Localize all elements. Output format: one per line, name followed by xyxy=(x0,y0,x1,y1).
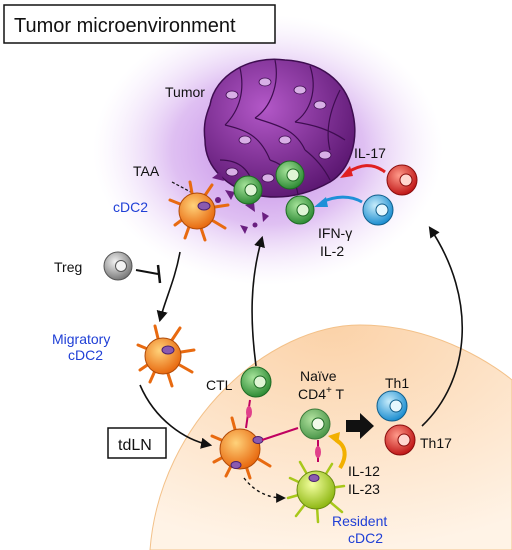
resident-label-1: Resident xyxy=(332,513,387,529)
migratory-cdc2-cell xyxy=(136,324,196,388)
differentiation-arrow xyxy=(346,413,374,439)
th1-cell xyxy=(362,194,394,226)
ctl-cell xyxy=(275,160,305,190)
migration-arrow xyxy=(156,251,181,323)
ctl-to-tumor-arrow xyxy=(251,235,265,367)
th1-lymph-node-cell xyxy=(376,390,408,422)
tdln-box xyxy=(107,427,167,459)
title: Tumor microenvironment xyxy=(14,15,236,37)
th17-lymph-node-cell xyxy=(384,424,416,456)
resident-label-2: cDC2 xyxy=(348,530,383,546)
ctl-cell xyxy=(285,195,315,225)
naive-sup: + xyxy=(326,385,332,396)
cdc2-dendritic-cell xyxy=(168,180,230,242)
naive-t: T xyxy=(332,386,345,402)
th1-label: Th1 xyxy=(385,375,409,391)
resident-cdc2-cell xyxy=(286,460,346,524)
ln-cdc2-cell xyxy=(210,416,272,480)
treg-label: Treg xyxy=(54,259,82,275)
th-to-tumor-arrow xyxy=(421,226,463,427)
title-box xyxy=(3,4,276,44)
ctl-label: CTL xyxy=(206,377,233,393)
treg-cell xyxy=(103,251,133,281)
ctl-lymph-node-cell xyxy=(240,366,272,398)
naive-cd4-t-cell xyxy=(299,408,331,440)
migratory-label-1: Migratory xyxy=(52,331,110,347)
antigen-transfer-arrow xyxy=(243,477,286,503)
il12-label: IL-12 xyxy=(348,463,380,479)
il2-label: IL-2 xyxy=(320,243,344,259)
taa-label: TAA xyxy=(133,163,160,179)
to-lymph-node-arrow xyxy=(139,384,213,449)
cdc2-tumor-label: cDC2 xyxy=(113,199,148,215)
ifn-gamma-label: IFN-γ xyxy=(318,225,352,241)
th17-label: Th17 xyxy=(420,435,452,451)
il17-label: IL-17 xyxy=(354,145,386,161)
treg-inhibition xyxy=(135,269,159,275)
naive-label-1: Naïve xyxy=(300,368,337,384)
migratory-label-2: cDC2 xyxy=(68,347,103,363)
th17-cell xyxy=(386,164,418,196)
il23-label: IL-23 xyxy=(348,481,380,497)
ctl-cell xyxy=(233,175,263,205)
tumor-label: Tumor xyxy=(165,84,205,100)
tumor-mass xyxy=(203,58,356,234)
tdln-label: tdLN xyxy=(118,437,152,454)
naive-cd4: CD4 xyxy=(298,386,326,402)
naive-label-2: CD4+ T xyxy=(298,385,344,402)
